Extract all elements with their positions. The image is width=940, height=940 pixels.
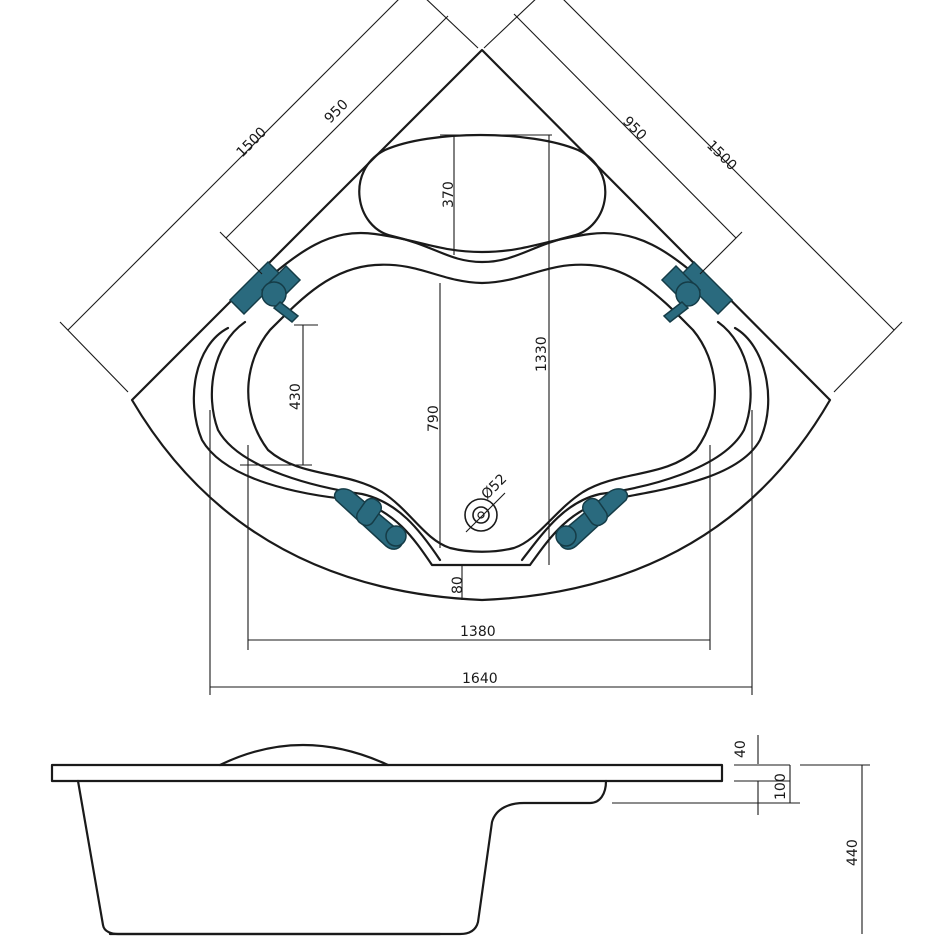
rim-slab	[50, 763, 724, 783]
dimension-790: 790	[426, 283, 442, 548]
dim-label-80: 80	[450, 576, 466, 594]
headrest-ribbon	[253, 231, 714, 292]
jet-fitting-right	[555, 488, 629, 550]
tub-body-outline	[76, 779, 608, 936]
dim-label-1500-right: 1500	[703, 138, 740, 175]
dimension-diag-left-outer: 1500	[59, 0, 479, 393]
dimension-1380: 1380	[247, 445, 711, 650]
dim-label-100: 100	[773, 773, 789, 800]
tap-fitting-left	[228, 260, 302, 323]
dim-label-430: 430	[288, 383, 304, 410]
dimension-80: 80	[450, 565, 466, 600]
dim-label-950-right: 950	[619, 114, 649, 144]
drain-outer	[464, 498, 498, 532]
headrest-dome	[218, 743, 390, 767]
inner-deck-outline	[192, 326, 770, 567]
drain-center	[477, 511, 485, 519]
plan-view: 1500 950 950 1500 370 13	[59, 0, 903, 695]
dim-label-1330: 1330	[534, 336, 550, 372]
dim-label-790: 790	[426, 405, 442, 432]
dimension-diag-right-inner: 950	[513, 13, 743, 275]
elevation-view: 40 100 440	[50, 735, 870, 936]
dim-label-950-left: 950	[322, 97, 352, 127]
outer-rim-outline	[130, 48, 832, 602]
dim-label-drain: Ø52	[479, 471, 511, 503]
dimension-diag-right-outer: 1500	[483, 0, 903, 393]
dim-label-440: 440	[845, 839, 861, 866]
dimension-1640: 1640	[209, 410, 753, 695]
jet-fitting-left	[333, 488, 407, 550]
dimension-430: 430	[240, 324, 318, 466]
dimension-440: 440	[800, 764, 870, 934]
dim-label-1640: 1640	[462, 671, 498, 687]
seat-ring-outline	[210, 320, 752, 562]
headrest-pillow-outline	[358, 133, 607, 264]
dim-label-1500-left: 1500	[234, 124, 271, 161]
dimension-1330: 1330	[534, 135, 550, 565]
dimension-100: 100	[612, 765, 800, 815]
dim-label-1380: 1380	[460, 624, 496, 640]
dimension-40: 40	[733, 735, 790, 766]
dim-label-370: 370	[441, 181, 457, 208]
tap-fitting-right	[660, 260, 734, 323]
dim-label-40: 40	[733, 740, 749, 758]
basin-outline	[247, 263, 716, 553]
dimension-370: 370	[440, 134, 552, 255]
drain-inner	[472, 506, 490, 524]
